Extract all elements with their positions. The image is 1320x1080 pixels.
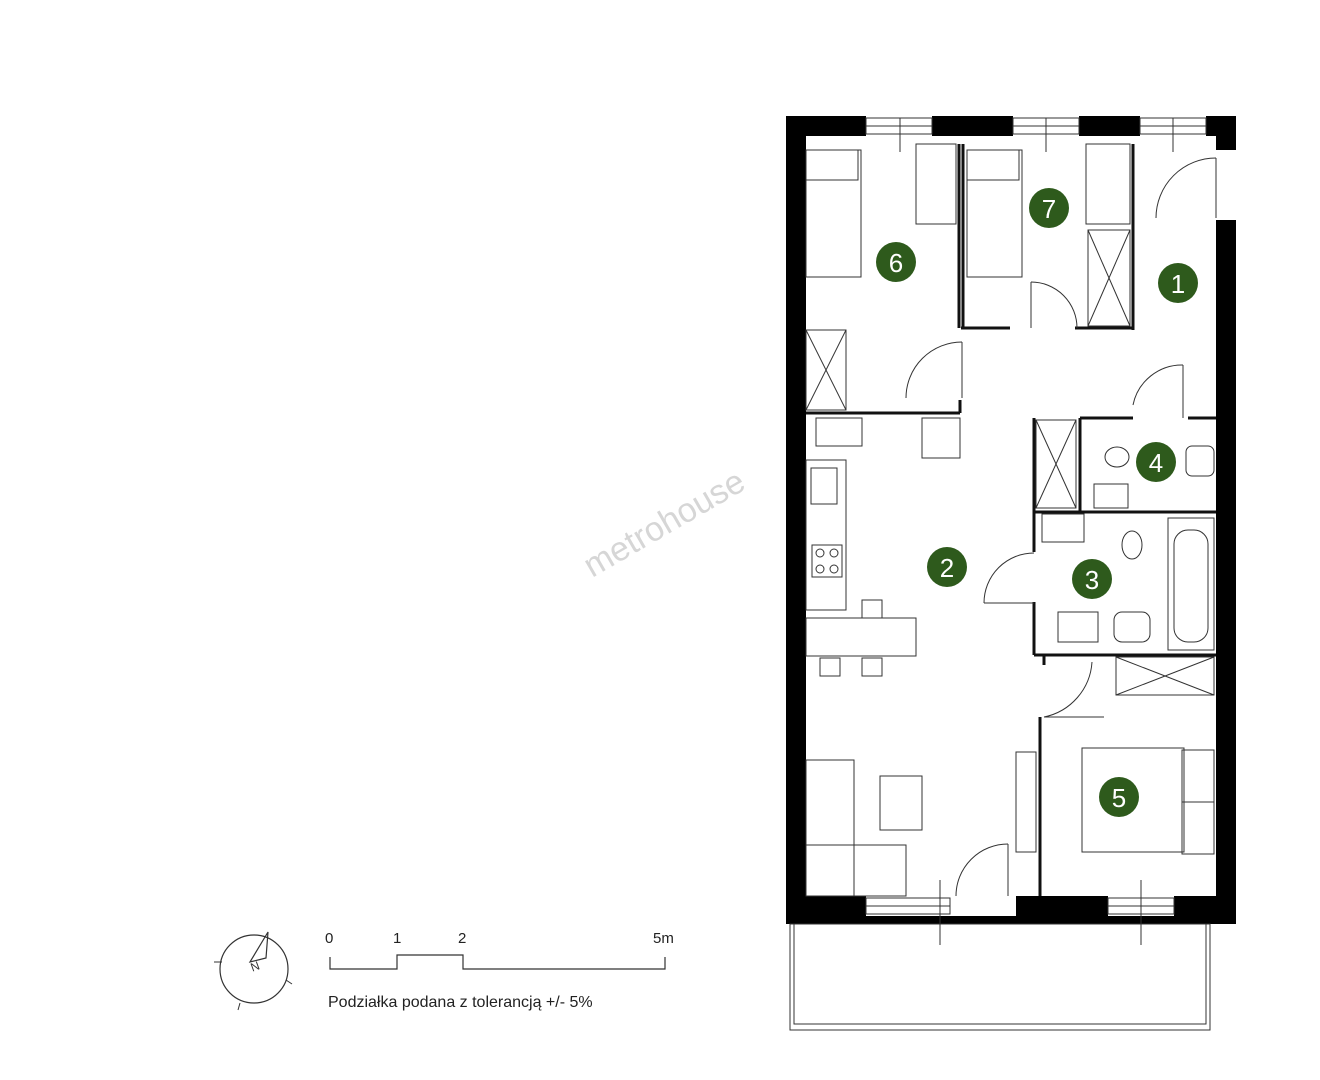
room-number-4: 4 [1149, 448, 1163, 478]
room-number-2: 2 [940, 553, 954, 583]
north-label: N [249, 958, 262, 974]
outer-walls [786, 116, 1236, 924]
room-marker-3 [1072, 559, 1112, 599]
room-marker-5 [1099, 777, 1139, 817]
room-marker-2 [927, 547, 967, 587]
room-number-1: 1 [1171, 269, 1185, 299]
scale-tick-1: 1 [393, 930, 401, 947]
room-number-3: 3 [1085, 565, 1099, 595]
scale-tick-0: 0 [325, 930, 333, 947]
room-marker-4 [1136, 442, 1176, 482]
room-number-6: 6 [889, 248, 903, 278]
watermark: metrohouse [577, 462, 751, 585]
room-number-5: 5 [1112, 783, 1126, 813]
balcony [789, 923, 1211, 1031]
scale-tick-2: 2 [458, 930, 466, 947]
compass: N [214, 931, 293, 1011]
scale-tick-5m: 5m [653, 930, 674, 947]
scale-caption: Podziałka podana z tolerancją +/- 5% [328, 994, 593, 1011]
interior-walls [806, 144, 1216, 896]
room-marker-6 [876, 242, 916, 282]
windows [865, 117, 1207, 945]
scale-bar: 0 1 2 5m Podziałka podana z tolerancją +… [325, 930, 674, 1011]
room-marker-7 [1029, 188, 1069, 228]
room-marker-1 [1158, 263, 1198, 303]
furniture [805, 143, 1215, 897]
doors [905, 157, 1217, 897]
room-number-7: 7 [1042, 194, 1056, 224]
room-markers: 1 2 3 4 5 6 7 [876, 188, 1198, 817]
